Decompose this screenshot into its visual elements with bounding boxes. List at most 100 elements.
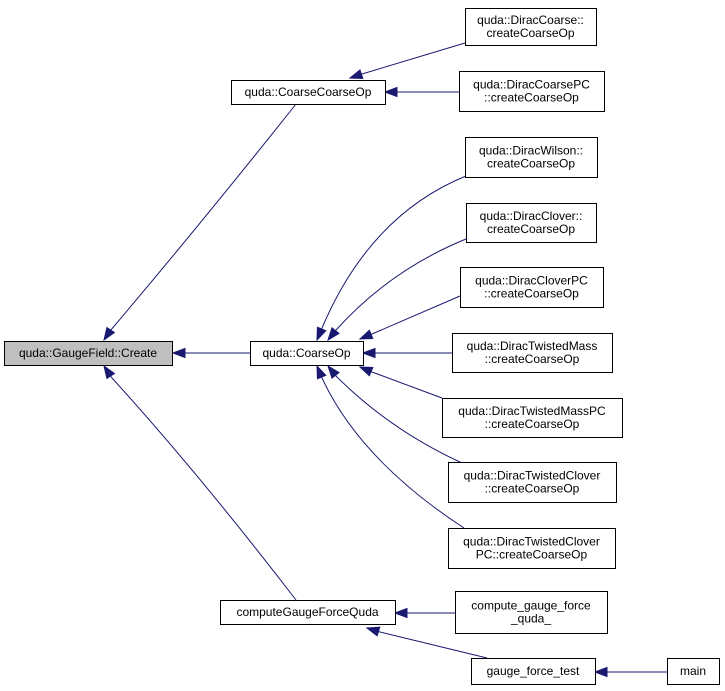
node-label: createCoarseOp [486,26,574,40]
node-label: gauge_force_test [487,664,580,678]
edge-dcloverpc-to-coarseop [358,295,461,340]
node-label: quda::DiracTwistedMass [467,339,598,353]
node-cgfq[interactable]: compute_gauge_force_quda_ [455,591,608,634]
edge-dtc-to-coarseop [327,364,463,464]
node-label: quda::DiracClover:: [480,209,583,223]
node-label: quda::DiracCoarse:: [477,13,584,27]
node-label: quda::CoarseOp [262,346,350,360]
arrowhead-icon [103,326,116,342]
node-dtcpc[interactable]: quda::DiracTwistedCloverPC::createCoarse… [448,528,616,569]
node-dcoarsepc[interactable]: quda::DiracCoarsePC::createCoarseOp [459,71,605,112]
edge-line [371,295,461,335]
node-box [220,600,396,625]
edge-line [335,238,467,331]
edge-line [379,631,488,659]
edge-dcoarse-to-coarsecoarseop [348,42,466,80]
edge-line [321,377,465,529]
node-box [466,203,597,243]
node-dwilson[interactable]: quda::DiracWilson::createCoarseOp [465,137,598,178]
node-label: quda::DiracTwistedClover [464,469,601,483]
node-label: createCoarseOp [487,222,575,236]
node-computegf[interactable]: computeGaugeForceQuda [220,600,396,625]
edge-line [321,175,467,329]
edge-line [109,103,297,332]
node-coarseop[interactable]: quda::CoarseOp [250,341,364,366]
node-label: quda::GaugeField::Create [19,346,157,360]
edge-line [371,371,443,399]
node-box [465,8,597,46]
edge-dtm-to-coarseop [361,347,452,359]
node-box [448,528,616,569]
node-label: createCoarseOp [487,157,575,171]
node-label: quda::DiracTwistedClover [463,535,600,549]
node-label: PC::createCoarseOp [476,548,588,562]
arrowhead-icon [365,626,381,637]
node-box [448,462,617,503]
arrowhead-icon [358,329,374,340]
node-dclover[interactable]: quda::DiracClover::createCoarseOp [466,203,597,243]
arrowhead-icon [103,364,116,380]
arrowhead-icon [327,326,340,342]
node-main[interactable]: main [667,658,720,685]
nodes-layer: quda::GaugeField::Create quda::CoarseCoar… [4,8,720,685]
edge-dtmpc-to-coarseop [358,366,443,399]
arrowhead-icon [358,366,374,377]
node-gft[interactable]: gauge_force_test [471,658,596,685]
node-box [471,658,596,685]
node-label: ::createCoarseOp [484,91,579,105]
node-box [4,341,173,366]
edge-line [335,375,463,464]
edge-line [111,377,297,601]
edge-dwilson-to-coarseop [316,175,467,342]
arrowhead-icon [361,347,376,359]
arrowhead-icon [393,607,408,619]
edge-dcoarsepc-to-coarsecoarseop [383,86,459,98]
arrowhead-icon [316,364,327,380]
edges-layer [103,42,667,678]
node-label: quda::DiracWilson:: [479,144,583,158]
node-label: ::createCoarseOp [485,417,580,431]
arrowhead-icon [593,666,608,678]
arrowhead-icon [383,86,398,98]
edge-coarseop-to-create [171,347,250,359]
node-create[interactable]: quda::GaugeField::Create [4,341,173,366]
node-box [250,341,364,366]
node-dtmpc[interactable]: quda::DiracTwistedMassPC::createCoarseOp [442,398,623,438]
node-label: _quda_ [510,612,551,626]
edge-gft-to-computegf [365,626,488,659]
edge-dtcpc-to-coarseop [316,364,465,529]
node-label: computeGaugeForceQuda [236,605,378,619]
edge-main-to-gft [593,666,667,678]
node-box [455,591,608,634]
arrowhead-icon [171,347,186,359]
node-box [667,658,720,685]
node-box [465,137,598,178]
node-box [459,71,605,112]
node-label: ::createCoarseOp [484,287,579,301]
node-dcloverpc[interactable]: quda::DiracCloverPC::createCoarseOp [460,267,604,308]
edge-coarsecoarseop-to-create [103,103,297,342]
node-dtc[interactable]: quda::DiracTwistedClover::createCoarseOp [448,462,617,503]
node-label: ::createCoarseOp [485,352,580,366]
node-box [231,80,386,105]
edge-cgfq-to-computegf [393,607,455,619]
node-box [460,267,604,308]
arrowhead-icon [316,326,327,342]
node-dtm[interactable]: quda::DiracTwistedMass::createCoarseOp [452,333,613,373]
edge-line [361,42,466,75]
node-box [442,398,623,438]
node-coarsecoarseop[interactable]: quda::CoarseCoarseOp [231,80,386,105]
node-dcoarse[interactable]: quda::DiracCoarse::createCoarseOp [465,8,597,46]
arrowhead-icon [348,69,364,80]
node-label: compute_gauge_force [471,599,591,613]
arrowhead-icon [327,364,340,380]
node-label: quda::DiracCloverPC [475,274,588,288]
edge-dclover-to-coarseop [327,238,467,342]
node-label: main [680,664,706,678]
edge-computegf-to-create [103,364,297,601]
node-label: quda::DiracTwistedMassPC [458,404,606,418]
node-label: quda::DiracCoarsePC [473,78,590,92]
node-label: ::createCoarseOp [485,482,580,496]
node-box [452,333,613,373]
